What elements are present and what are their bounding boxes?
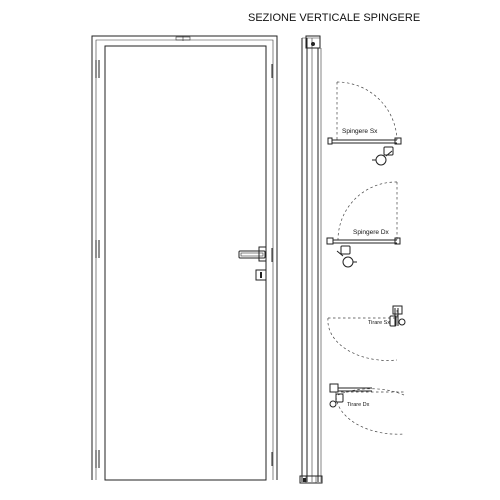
opening-diagram-tirare-sx: Tirare Sx xyxy=(327,305,406,361)
hinge-top xyxy=(95,60,100,78)
handle-plan-icon xyxy=(372,146,394,166)
door-leaf xyxy=(104,45,267,481)
hinge-middle xyxy=(95,240,100,258)
label-spingere-sx: Spingere Sx xyxy=(342,128,378,135)
label-tirare-sx: Tirare Sx xyxy=(368,320,390,326)
section-title: SEZIONE VERTICALE SPINGERE xyxy=(248,12,420,24)
hinge-bottom xyxy=(95,450,100,468)
handle-plan-icon xyxy=(389,315,406,327)
handle-plan-icon xyxy=(336,245,357,268)
opening-diagram-tirare-dx: Tirare Dx xyxy=(329,383,405,435)
door-elevation xyxy=(91,35,278,481)
lock-icon xyxy=(255,269,267,281)
handle-plan-icon xyxy=(329,393,344,408)
opening-diagram-spingere-dx: Spingere Dx xyxy=(326,181,401,268)
label-spingere-dx: Spingere Dx xyxy=(353,229,390,236)
door-handle xyxy=(238,246,267,262)
label-tirare-dx: Tirare Dx xyxy=(347,402,370,408)
vertical-section xyxy=(299,35,323,484)
opening-diagram-spingere-sx: Spingere Sx xyxy=(327,81,402,166)
